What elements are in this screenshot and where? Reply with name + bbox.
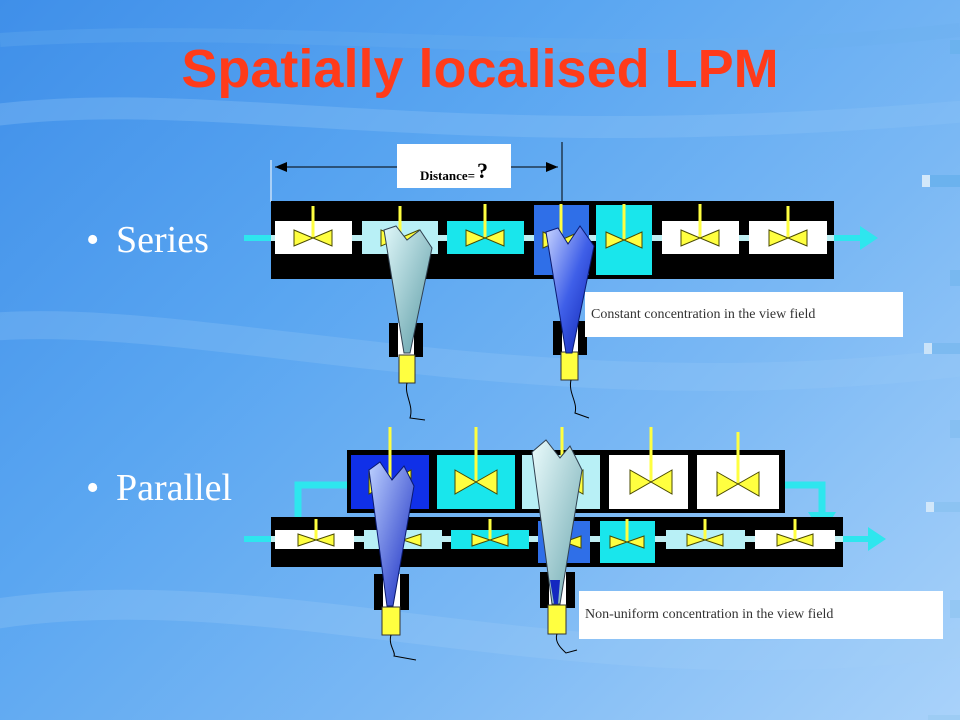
bullet-dot-icon: • bbox=[86, 219, 100, 261]
probe-4 bbox=[531, 439, 583, 654]
edge-decoration-icon bbox=[922, 40, 960, 720]
bullet-parallel: • Parallel bbox=[86, 466, 232, 510]
series-flow-arrow bbox=[244, 226, 878, 250]
distance-value: ? bbox=[477, 158, 489, 183]
impeller-icon bbox=[297, 519, 814, 549]
probe-3 bbox=[368, 461, 417, 661]
bullet-dot-icon: • bbox=[86, 467, 100, 509]
bullet-series-label: Series bbox=[116, 219, 209, 261]
slide-title: Spatially localised LPM bbox=[181, 39, 779, 99]
series-caption: Constant concentration in the view field bbox=[585, 292, 903, 337]
bullet-series: • Series bbox=[86, 218, 209, 262]
distance-label: Distance=? bbox=[397, 144, 511, 188]
probe-2 bbox=[545, 225, 595, 419]
bullet-parallel-label: Parallel bbox=[116, 467, 233, 509]
distance-label-text: Distance= bbox=[419, 168, 476, 183]
probe-1 bbox=[383, 225, 433, 421]
parallel-caption: Non-uniform concentration in the view fi… bbox=[579, 591, 943, 639]
series-reactor bbox=[244, 142, 878, 421]
parallel-reactor bbox=[244, 427, 886, 661]
